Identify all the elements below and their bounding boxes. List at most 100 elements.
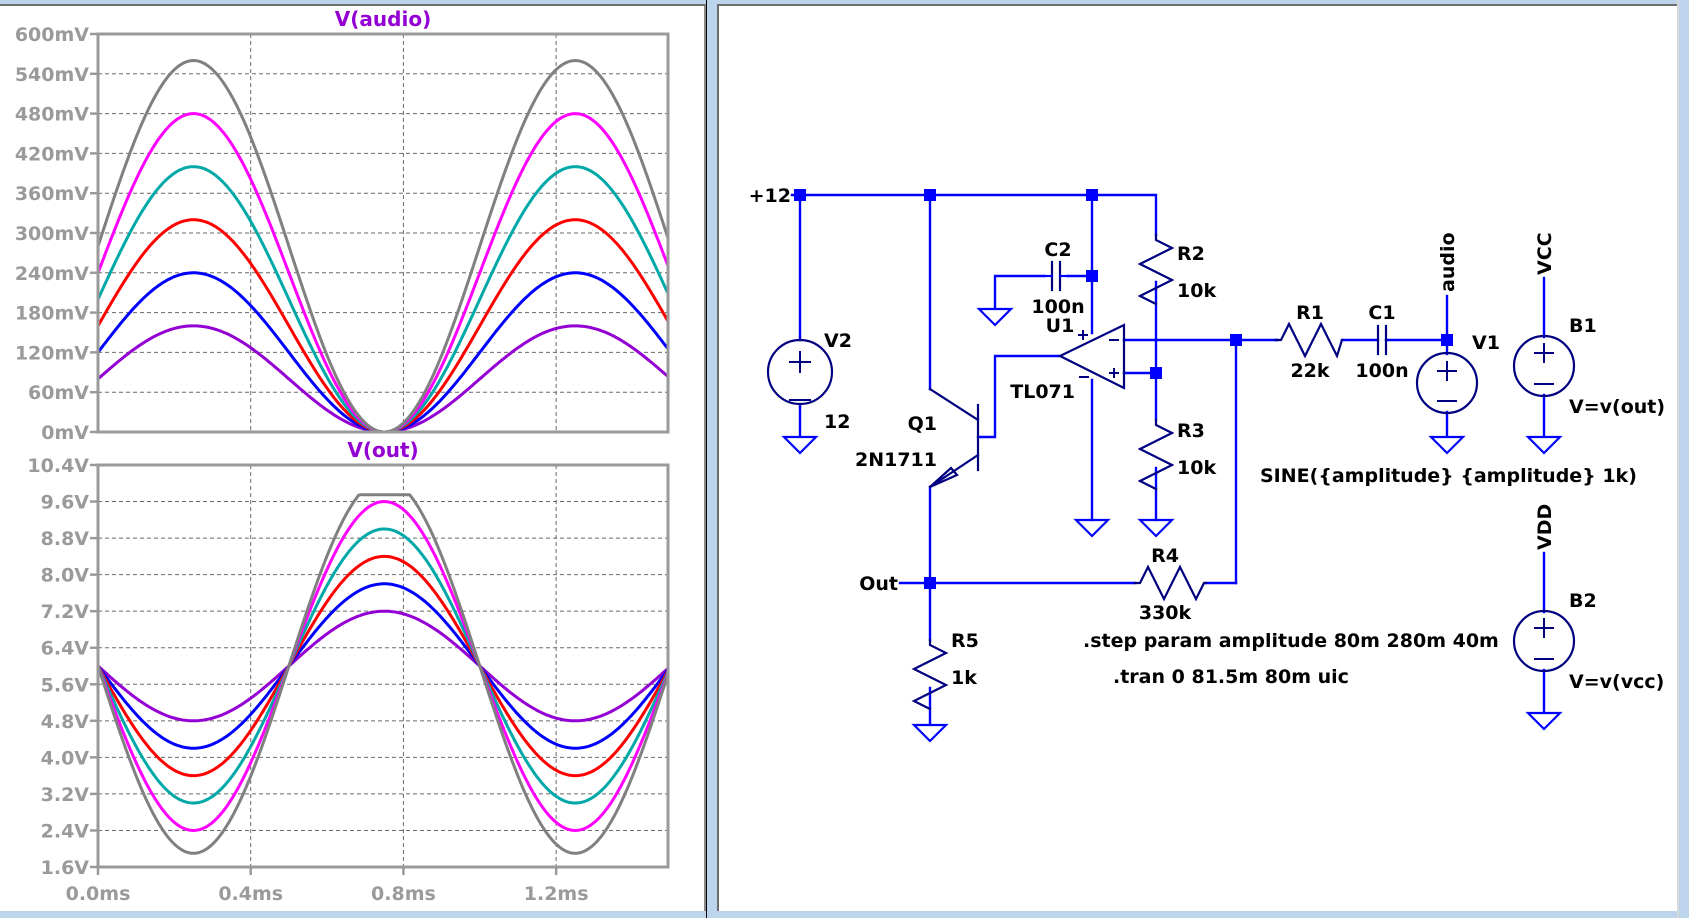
net-label-out[interactable]: Out: [859, 573, 898, 595]
resistor-r1[interactable]: [1274, 321, 1344, 359]
ground-icon: [976, 307, 1014, 327]
net-label-vcc[interactable]: VCC: [1534, 232, 1556, 275]
window-edge: [1677, 0, 1689, 918]
transistor-q1[interactable]: [928, 387, 980, 489]
y-tick-label: 5.6V: [41, 674, 90, 696]
directive-step[interactable]: .step param amplitude 80m 280m 40m: [1083, 630, 1499, 652]
label-v1-name[interactable]: V1: [1472, 332, 1500, 354]
label-b1-name[interactable]: B1: [1569, 315, 1597, 337]
label-q1-value[interactable]: 2N1711: [855, 449, 937, 471]
series-line: [96, 500, 670, 833]
resistor-r3[interactable]: [1137, 418, 1175, 491]
wire-c2-left: [993, 274, 1046, 310]
plus-icon: [1534, 618, 1554, 638]
label-r2-name[interactable]: R2: [1177, 243, 1205, 265]
series-line: [96, 609, 670, 723]
label-v2-name[interactable]: V2: [824, 330, 852, 352]
y-tick-label: 120mV: [15, 342, 89, 364]
x-tick-label: 0.8ms: [371, 883, 436, 905]
plus-icon: [1534, 343, 1554, 363]
behavioral-source-b2[interactable]: [1512, 609, 1576, 673]
junction-dot: [1441, 334, 1453, 346]
label-v2-value[interactable]: 12: [824, 411, 850, 433]
label-r2-value[interactable]: 10k: [1177, 280, 1216, 302]
y-tick-label: 7.2V: [41, 601, 90, 623]
ground-icon: [1073, 518, 1111, 538]
series-line: [96, 493, 670, 855]
label-b2-value[interactable]: V=v(vcc): [1569, 671, 1664, 693]
y-tick-label: 4.0V: [41, 747, 90, 769]
plot-frame: [96, 32, 670, 434]
y-tick-label: 600mV: [15, 24, 89, 46]
label-c1-name[interactable]: C1: [1368, 302, 1395, 324]
y-tick-label: 3.2V: [41, 784, 90, 806]
junction-dot: [1150, 367, 1162, 379]
label-r4-value[interactable]: 330k: [1139, 602, 1192, 624]
y-tick-label: 240mV: [15, 263, 89, 285]
series-line: [96, 527, 670, 805]
y-tick-label: 480mV: [15, 104, 89, 126]
waveform-pane[interactable]: [0, 4, 706, 911]
voltage-source-v1[interactable]: [1415, 351, 1479, 415]
junction-dot: [1086, 189, 1098, 201]
capacitor-c1[interactable]: [1376, 324, 1388, 356]
y-tick-label: 420mV: [15, 143, 89, 165]
label-b1-value[interactable]: V=v(out): [1569, 396, 1665, 418]
junction-dot: [924, 577, 936, 589]
x-tick-label: 0.0ms: [66, 883, 131, 905]
label-r5-value[interactable]: 1k: [951, 667, 977, 689]
label-u1-name[interactable]: U1: [1046, 315, 1075, 337]
y-tick-label: 540mV: [15, 64, 89, 86]
plot-v-out[interactable]: V(out) 1.6V2.4V3.2V4.0V4.8V5.6V6.4V7.2V8…: [27, 438, 670, 905]
label-v1-value[interactable]: SINE({amplitude} {amplitude} 1k): [1260, 465, 1637, 487]
resistor-r4[interactable]: [1133, 564, 1208, 602]
opamp-u1[interactable]: [1057, 323, 1126, 390]
label-r1-name[interactable]: R1: [1296, 302, 1324, 324]
junction-dot: [1230, 334, 1242, 346]
net-label-audio[interactable]: audio: [1437, 232, 1459, 292]
label-r4-name[interactable]: R4: [1151, 545, 1179, 567]
behavioral-source-b1[interactable]: [1512, 334, 1576, 398]
wires: [790, 193, 1546, 726]
y-tick-label: 6.4V: [41, 638, 90, 660]
ground-icon: [1137, 518, 1175, 538]
label-q1-name[interactable]: Q1: [908, 413, 937, 435]
plus-icon: [1109, 368, 1119, 378]
label-r3-name[interactable]: R3: [1177, 420, 1205, 442]
junctions: [794, 189, 1453, 589]
ground-icon: [911, 723, 949, 743]
ground-icon: [781, 435, 819, 455]
directive-tran[interactable]: .tran 0 81.5m 80m uic: [1113, 666, 1349, 688]
plot-title-v-out: V(out): [347, 438, 418, 462]
x-tick-label: 1.2ms: [524, 883, 589, 905]
plus-icon: [1437, 361, 1457, 381]
label-b2-name[interactable]: B2: [1569, 590, 1597, 612]
x-tick-label: 0.4ms: [218, 883, 283, 905]
label-c2-value[interactable]: 100n: [1031, 296, 1084, 318]
series-line: [96, 554, 670, 778]
label-c1-value[interactable]: 100n: [1355, 360, 1408, 382]
junction-dot: [924, 189, 936, 201]
plus-icon: [1078, 330, 1088, 340]
net-label-vdd[interactable]: VDD: [1534, 504, 1556, 550]
voltage-source-v2[interactable]: [766, 338, 834, 406]
y-tick-label: 60mV: [28, 382, 89, 404]
label-c2-name[interactable]: C2: [1044, 239, 1071, 261]
net-label-plus12[interactable]: +12: [749, 185, 791, 207]
plot-frame: [96, 463, 670, 869]
resistor-r2[interactable]: [1137, 233, 1175, 306]
waveform-plots[interactable]: V(audio) 0mV60mV120mV180mV240mV300mV360m…: [0, 0, 706, 918]
label-r5-name[interactable]: R5: [951, 630, 979, 652]
schematic-pane[interactable]: [717, 4, 1677, 911]
pane-splitter[interactable]: [706, 0, 717, 918]
capacitor-c2[interactable]: [1042, 260, 1070, 292]
y-tick-label: 360mV: [15, 183, 89, 205]
label-r3-value[interactable]: 10k: [1177, 457, 1216, 479]
y-tick-label: 1.6V: [41, 857, 90, 879]
label-r1-value[interactable]: 22k: [1290, 360, 1329, 382]
axes: 1.6V2.4V3.2V4.0V4.8V5.6V6.4V7.2V8.0V8.8V…: [27, 455, 670, 905]
label-u1-value[interactable]: TL071: [1010, 381, 1075, 403]
plot-v-audio[interactable]: V(audio) 0mV60mV120mV180mV240mV300mV360m…: [15, 7, 670, 444]
resistor-r5[interactable]: [911, 638, 949, 711]
